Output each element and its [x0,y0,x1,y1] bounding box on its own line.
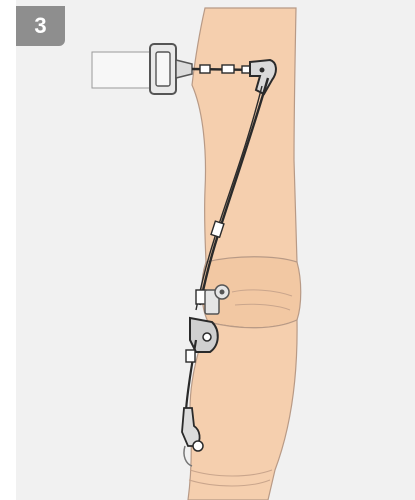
cable-ferrule [200,65,210,73]
harness-strap [92,52,154,88]
cable-ferrule [222,65,234,73]
elbow-hinge-center [220,290,225,295]
strap-buckle-inner [156,52,170,86]
cable-ferrule [242,66,250,73]
step-number-badge: 3 [16,6,65,46]
anchor-screw [260,68,265,73]
lever-pivot [203,333,211,341]
upper-arm [192,8,297,262]
cable-ferrule [186,350,195,362]
hook-screw [193,441,203,451]
buckle-tab [176,60,192,78]
step-number-label: 3 [34,13,46,39]
